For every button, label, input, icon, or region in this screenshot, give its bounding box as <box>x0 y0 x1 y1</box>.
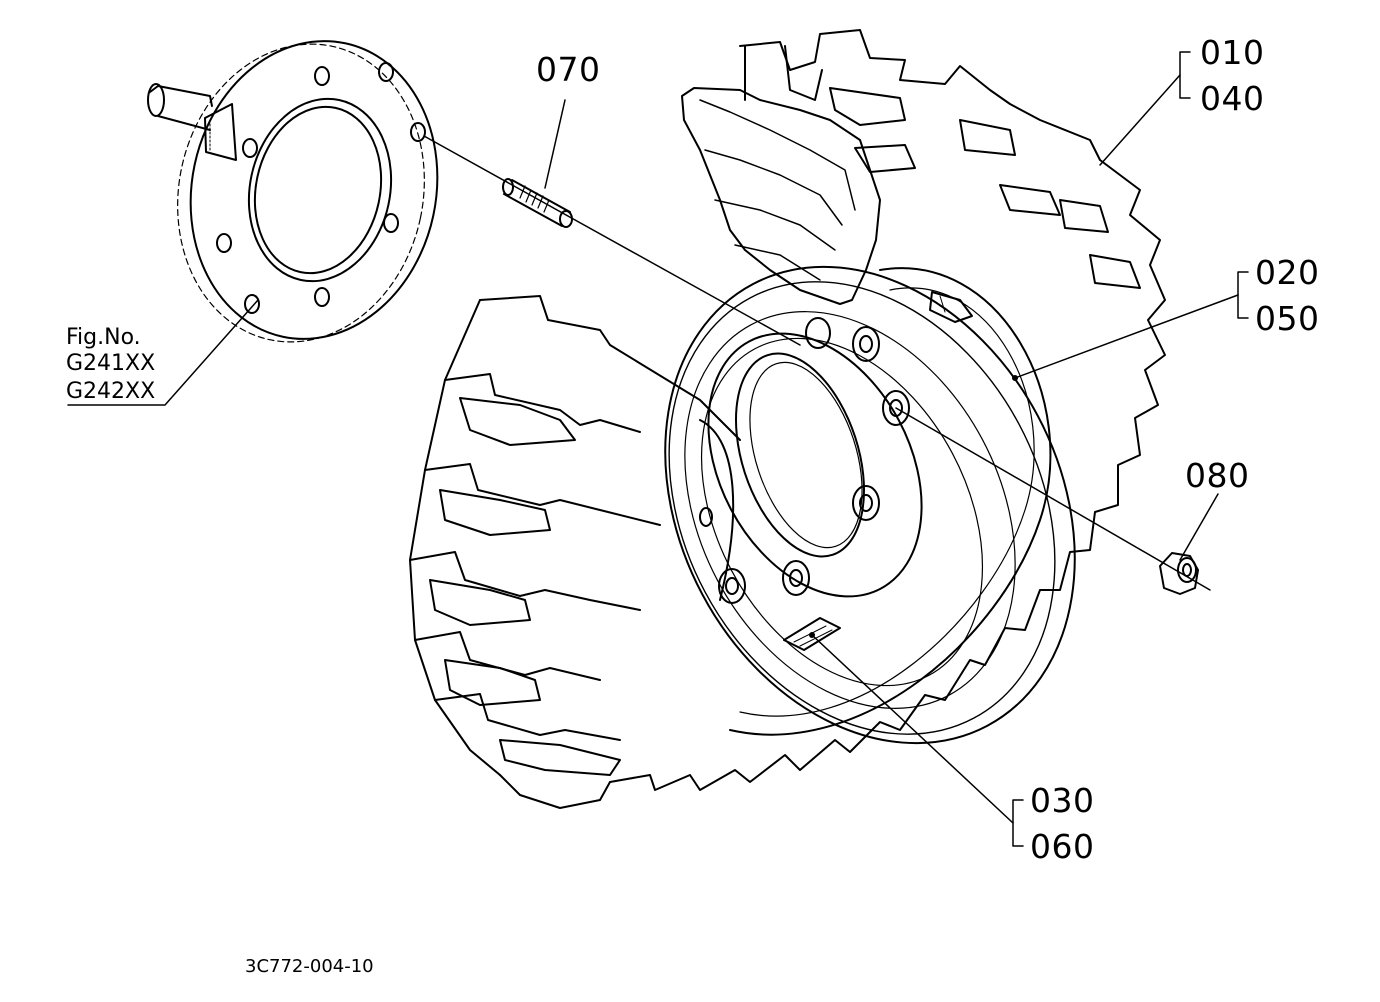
leader-dot-020 <box>1012 375 1018 381</box>
rim-label-plate <box>783 617 841 651</box>
callout-010: 010 <box>1200 33 1265 72</box>
wheel-nut <box>1159 552 1199 595</box>
callout-070: 070 <box>536 50 601 89</box>
callout-040: 040 <box>1200 79 1265 118</box>
wheel-rim <box>664 265 1076 745</box>
rim-bolt-holes <box>699 317 910 604</box>
callout-030: 030 <box>1030 781 1095 820</box>
flange-bolt-holes <box>216 62 426 314</box>
callout-050: 050 <box>1255 299 1320 338</box>
callout-060: 060 <box>1030 827 1095 866</box>
leader-dot-030 <box>809 632 815 638</box>
tire <box>409 29 1166 809</box>
hub-flange <box>147 40 439 343</box>
figure-ref-label: Fig.No. <box>66 325 141 350</box>
drawing-code: 3C772-004-10 <box>245 956 374 977</box>
figure-ref-g242: G242XX <box>66 379 156 404</box>
leader-lines <box>67 51 1249 847</box>
figure-ref-g241: G241XX <box>66 351 156 376</box>
callout-080: 080 <box>1185 456 1250 495</box>
callout-020: 020 <box>1255 253 1320 292</box>
